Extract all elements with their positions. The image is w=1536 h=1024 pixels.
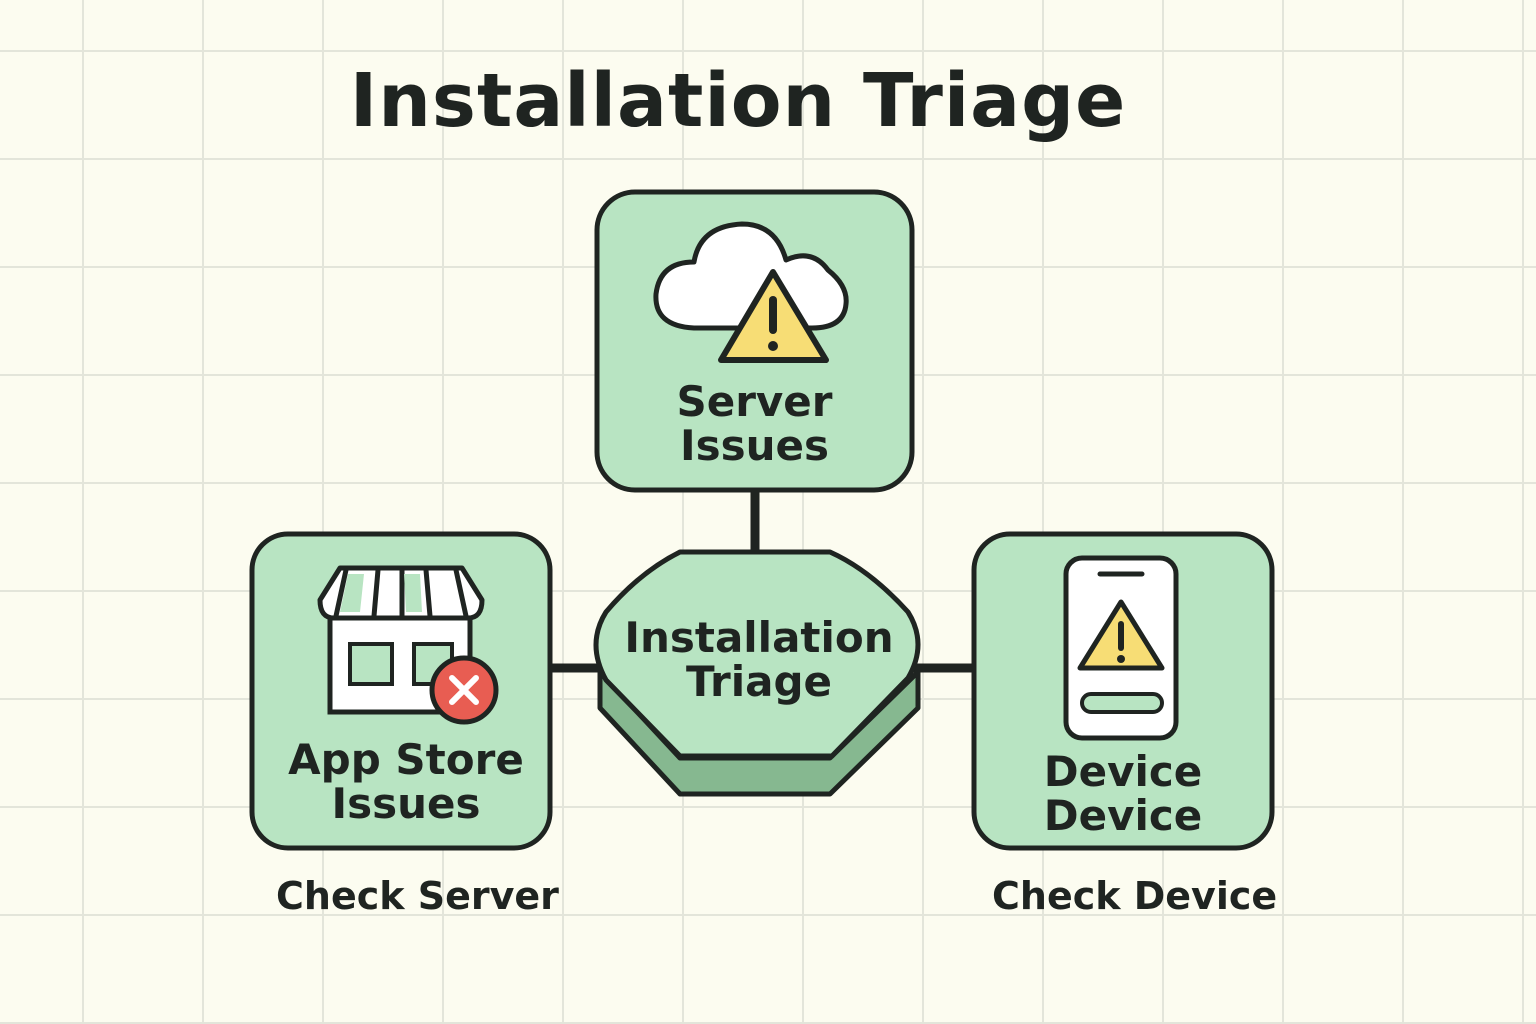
center-label-line1: Installation — [624, 613, 894, 662]
cloud-warning-icon — [653, 221, 849, 363]
app-store-label-line2: Issues — [331, 779, 481, 828]
storefront-error-icon — [317, 565, 499, 725]
center-node[interactable] — [593, 549, 921, 797]
app-store-issues-label: App Store Issues — [252, 738, 560, 826]
device-label-line1: Device — [1043, 747, 1203, 796]
phone-warning-icon — [1063, 555, 1179, 741]
caption-check-server: Check Server — [276, 874, 559, 918]
connectors — [550, 490, 974, 673]
server-issues-label: Server Issues — [597, 380, 912, 468]
device-label-line2: Device — [1043, 791, 1203, 840]
app-store-issues-node[interactable] — [249, 531, 553, 851]
page-title: Installation Triage — [349, 58, 1127, 144]
server-label-line1: Server — [676, 377, 833, 426]
center-node-label: Installation Triage — [600, 616, 918, 704]
device-label: Device Device — [974, 750, 1272, 838]
server-label-line2: Issues — [679, 421, 829, 470]
center-label-line2: Triage — [685, 657, 833, 706]
server-issues-node[interactable] — [594, 189, 915, 493]
app-store-label-line1: App Store — [288, 735, 524, 784]
center-node-top — [593, 549, 921, 759]
device-node[interactable] — [971, 531, 1275, 851]
caption-check-device: Check Device — [992, 874, 1278, 918]
